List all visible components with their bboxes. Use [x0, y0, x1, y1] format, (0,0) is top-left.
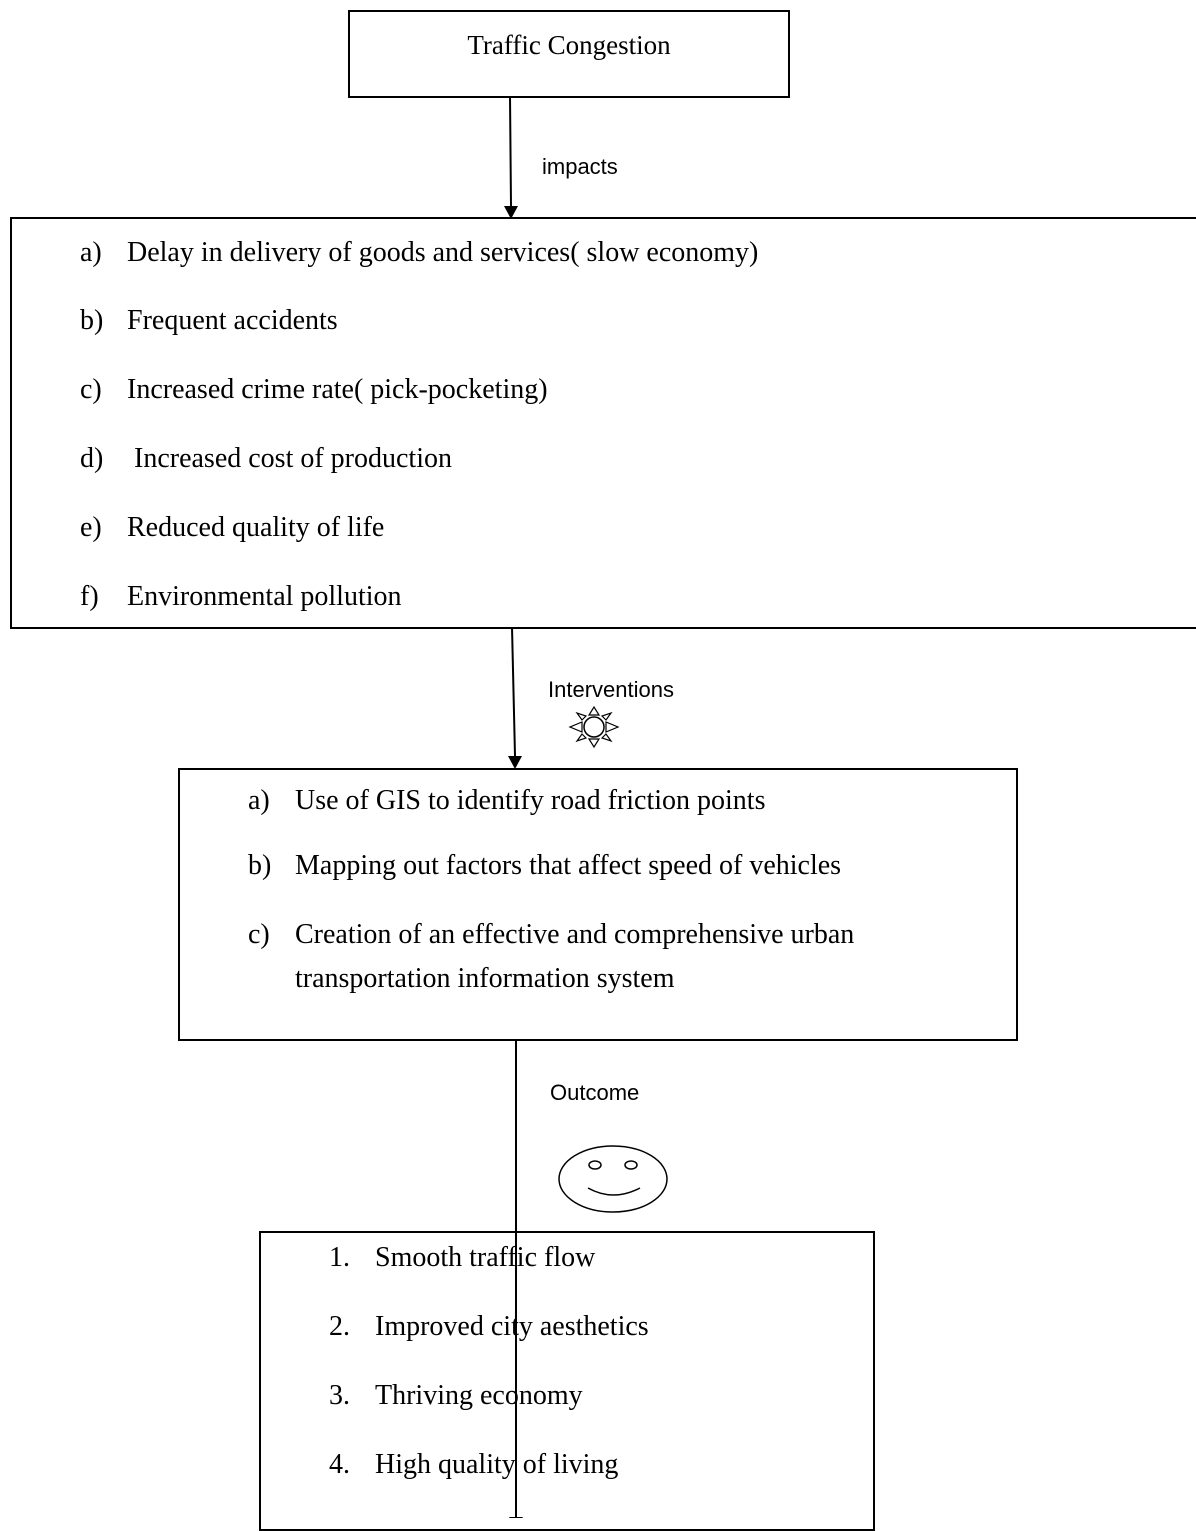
title-text: Traffic Congestion: [467, 30, 671, 60]
impact-marker: f): [80, 581, 99, 612]
connector-label-outcome: Outcome: [550, 1080, 640, 1105]
impact-text: Increased crime rate( pick-pocketing): [127, 374, 548, 405]
impact-text: Environmental pollution: [127, 581, 402, 612]
interventions-box: [178, 768, 1018, 1041]
impact-marker: b): [80, 305, 104, 336]
smiley-icon: [558, 1145, 668, 1213]
intervention-marker: c): [248, 919, 270, 950]
outcome-text: Smooth traffic flow: [375, 1242, 596, 1273]
outcome-marker: 1.: [329, 1242, 350, 1273]
intervention-marker: a): [248, 785, 270, 816]
intervention-text: Mapping out factors that affect speed of…: [295, 850, 842, 881]
impact-marker: d): [80, 443, 104, 474]
impact-text: Increased cost of production: [127, 443, 452, 474]
outcome-text: Improved city aesthetics: [375, 1311, 649, 1342]
title-box: Traffic Congestion: [348, 10, 790, 98]
intervention-marker: b): [248, 850, 272, 881]
outcome-marker: 4.: [329, 1449, 350, 1480]
outcome-marker: 3.: [329, 1380, 350, 1411]
intervention-text: Creation of an effective and comprehensi…: [295, 919, 855, 950]
outcome-marker: 2.: [329, 1311, 350, 1342]
impact-marker: a): [80, 237, 102, 268]
intervention-text-continuation: transportation information system: [295, 963, 675, 994]
intervention-text: Use of GIS to identify road friction poi…: [295, 785, 766, 816]
impact-text: Frequent accidents: [127, 305, 338, 336]
outcome-text: Thriving economy: [375, 1380, 583, 1411]
impact-marker: e): [80, 512, 102, 543]
outcome-text: High quality of living: [375, 1449, 619, 1480]
impact-marker: c): [80, 374, 102, 405]
arrow-impacts: [509, 95, 512, 207]
impact-text: Reduced quality of life: [127, 512, 385, 543]
sun-icon: [568, 705, 620, 749]
connector-label-impacts: impacts: [542, 154, 618, 179]
impacts-box: [10, 217, 1196, 629]
arrow-interventions: [511, 626, 516, 757]
connector-label-interventions: Interventions: [548, 677, 674, 702]
impact-text: Delay in delivery of goods and services(…: [127, 237, 759, 268]
